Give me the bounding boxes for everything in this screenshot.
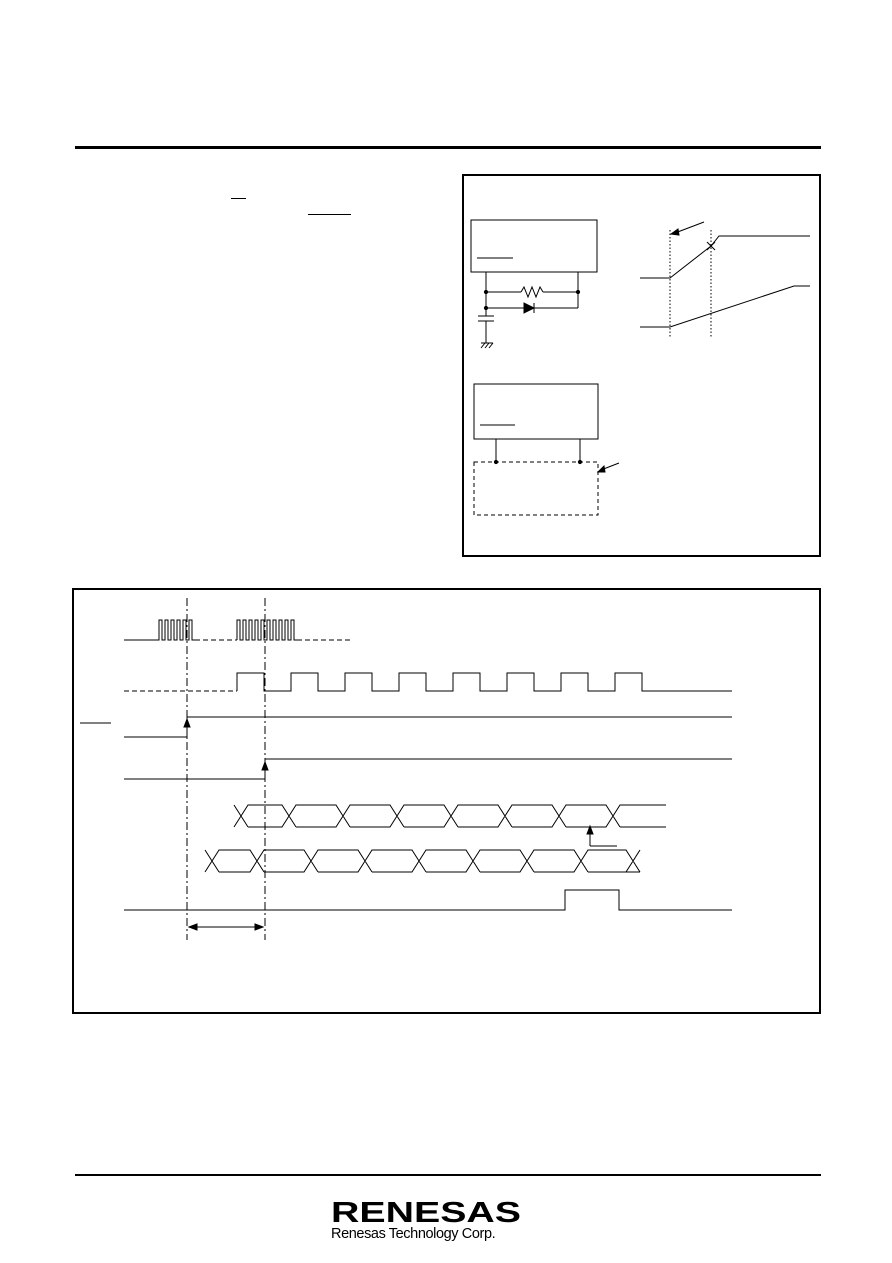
data-bus-waveform [204,849,641,873]
cross-mark [706,241,716,251]
reset-voltage-waveform [640,285,810,328]
ground-hatch [488,342,494,349]
leader-line [674,221,705,234]
mcu-block [473,383,599,440]
renesas-wordmark-logo: RENESAS [331,1197,521,1226]
arrow-head [183,717,191,728]
oscillator-waveform [236,619,297,641]
junction [483,289,489,295]
arrow-head [669,228,680,236]
ground-hatch [484,342,490,349]
arrow-head [586,824,594,835]
junction [483,305,489,311]
resistor [520,285,544,299]
svg-text:RENESAS: RENESAS [331,1197,521,1226]
footer-rule [75,1174,821,1176]
reset-waveform [124,716,732,738]
mcu-block [470,219,598,273]
strobe-waveform [124,889,732,911]
arrow-head [596,464,606,473]
diode [523,302,536,314]
oscillator-waveform [124,619,195,641]
reset-ic-dashed-block [473,461,599,516]
address-bus-waveform [233,804,666,828]
arrow-head [254,923,265,931]
junction [575,289,581,295]
arrow-head [187,923,198,931]
header-rule [75,146,821,149]
reset-circuit-figure [462,174,821,557]
arrow-head [261,760,269,771]
reset-circuit-diagram [470,219,810,516]
supply-voltage-waveform [640,235,810,279]
ground-hatch [480,342,486,349]
clock-waveform [236,672,732,692]
signal-overbar [231,198,246,199]
internal-reset-waveform [124,758,732,780]
timing-diagram-figure [72,588,821,1014]
signal-overbar [308,214,351,215]
renesas-logo: RENESAS Renesas Technology Corp. [331,1196,523,1248]
timing-diagram [80,598,732,940]
company-name: Renesas Technology Corp. [331,1226,496,1242]
